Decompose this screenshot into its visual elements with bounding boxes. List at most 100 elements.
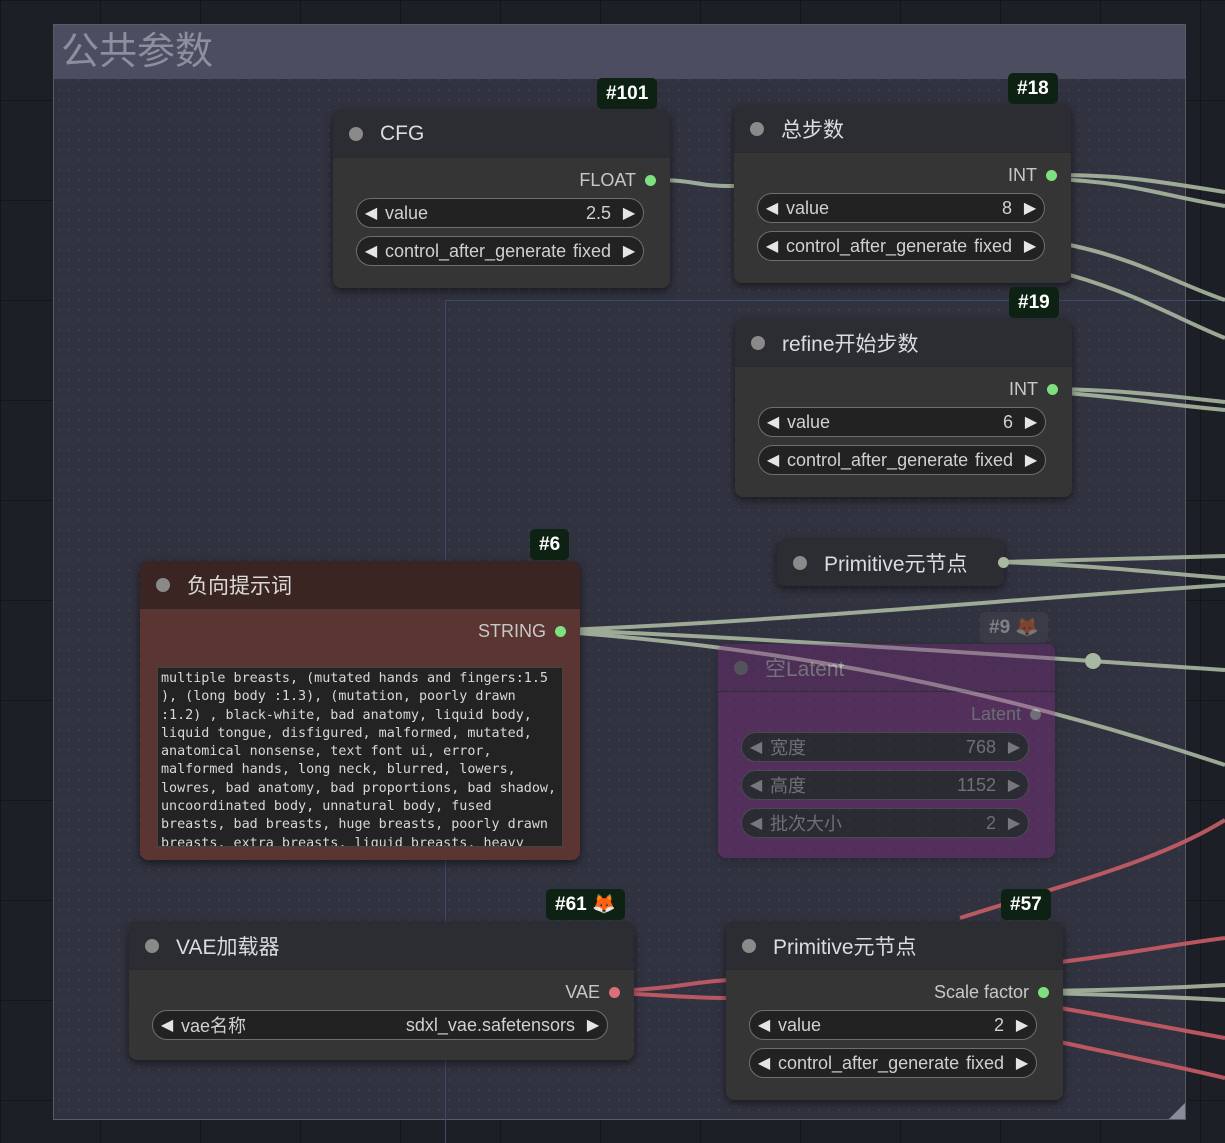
widget-value-text: 6 <box>1002 411 1013 432</box>
output-slot-int[interactable]: INT <box>1008 165 1057 186</box>
widget-batch-size[interactable]: ◀ 批次大小 2 ▶ <box>741 808 1029 838</box>
widget-value-text: sdxl_vae.safetensors <box>405 1014 575 1035</box>
node-header[interactable]: refine开始步数 <box>735 319 1072 367</box>
node-primitive-scale[interactable]: Primitive元节点 Scale factor ◀ value 2 ▶ ◀ … <box>726 922 1063 1100</box>
node-cfg[interactable]: CFG FLOAT ◀ value 2.5 ▶ ◀ control_after_… <box>333 110 670 288</box>
widget-value-text: 1152 <box>957 774 996 795</box>
node-primitive-collapsed[interactable]: Primitive元节点 <box>777 539 1009 586</box>
node-title: 总步数 <box>781 118 844 142</box>
arrow-left-icon[interactable]: ◀ <box>749 739 763 756</box>
output-slot-string[interactable]: STRING <box>478 621 566 642</box>
arrow-right-icon[interactable]: ▶ <box>1015 1055 1029 1072</box>
collapse-dot-icon[interactable] <box>750 121 764 136</box>
node-negative-prompt[interactable]: 负向提示词 STRING multiple breasts, (mutated … <box>140 561 580 860</box>
node-header[interactable]: Primitive元节点 <box>777 539 1004 586</box>
arrow-right-icon[interactable]: ▶ <box>586 1017 600 1034</box>
node-total-steps[interactable]: 总步数 INT ◀ value 8 ▶ ◀ control_after_gene… <box>734 105 1071 283</box>
widget-value[interactable]: ◀ value 2.5 ▶ <box>356 198 644 228</box>
output-label: INT <box>1009 379 1038 399</box>
arrow-right-icon[interactable]: ▶ <box>1023 200 1037 217</box>
arrow-left-icon[interactable]: ◀ <box>749 815 763 832</box>
wire-steps-int-4 <box>1069 273 1225 340</box>
collapse-dot-icon[interactable] <box>156 577 170 592</box>
arrow-right-icon[interactable]: ▶ <box>1024 452 1038 469</box>
arrow-left-icon[interactable]: ◀ <box>766 452 780 469</box>
node-id-badge: #9 🦊 <box>980 612 1049 643</box>
node-id-badge: #61 🦊 <box>546 889 625 920</box>
group-title[interactable]: 公共参数 <box>54 25 1185 79</box>
widget-label: 批次大小 <box>770 814 842 834</box>
arrow-left-icon[interactable]: ◀ <box>160 1017 174 1034</box>
collapse-dot-icon[interactable] <box>145 938 159 953</box>
arrow-right-icon[interactable]: ▶ <box>622 243 636 260</box>
node-header[interactable]: Primitive元节点 <box>726 922 1063 970</box>
output-label: INT <box>1008 165 1037 185</box>
node-header[interactable]: 总步数 <box>734 105 1071 153</box>
arrow-right-icon[interactable]: ▶ <box>1007 739 1021 756</box>
collapse-dot-icon[interactable] <box>793 555 807 570</box>
wire-red-2 <box>1059 936 1225 964</box>
node-title: Primitive元节点 <box>773 935 917 959</box>
output-port-icon[interactable] <box>1030 709 1041 720</box>
widget-label: control_after_generate <box>786 235 968 256</box>
node-header[interactable]: VAE加载器 <box>129 922 634 970</box>
node-vae-loader[interactable]: VAE加载器 VAE ◀ vae名称 sdxl_vae.safetensors … <box>129 922 634 1060</box>
wire-scale-1 <box>1045 983 1225 993</box>
output-port-icon[interactable] <box>645 175 656 186</box>
output-slot-vae[interactable]: VAE <box>565 982 620 1003</box>
output-port-icon[interactable] <box>609 987 620 998</box>
widget-control-after-generate[interactable]: ◀ control_after_generate fixed ▶ <box>356 236 644 266</box>
widget-value[interactable]: ◀ value 6 ▶ <box>758 407 1046 437</box>
output-port-icon[interactable] <box>1038 987 1049 998</box>
arrow-right-icon[interactable]: ▶ <box>1024 414 1038 431</box>
output-port-icon[interactable] <box>1046 170 1057 181</box>
widget-vae-name[interactable]: ◀ vae名称 sdxl_vae.safetensors ▶ <box>152 1010 608 1040</box>
arrow-left-icon[interactable]: ◀ <box>364 243 378 260</box>
widget-control-after-generate[interactable]: ◀ control_after_generate fixed ▶ <box>749 1048 1037 1078</box>
wire-steps-int-1 <box>1053 173 1225 194</box>
group-resize-handle[interactable] <box>1169 1103 1185 1119</box>
arrow-left-icon[interactable]: ◀ <box>757 1055 771 1072</box>
node-title: Primitive元节点 <box>824 552 968 576</box>
widget-value-text: fixed <box>973 235 1012 256</box>
node-refine-start-steps[interactable]: refine开始步数 INT ◀ value 6 ▶ ◀ control_aft… <box>735 319 1072 497</box>
output-slot-int[interactable]: INT <box>1009 379 1058 400</box>
arrow-right-icon[interactable]: ▶ <box>1007 777 1021 794</box>
output-slot-latent[interactable]: Latent <box>971 704 1041 725</box>
arrow-left-icon[interactable]: ◀ <box>766 414 780 431</box>
collapse-dot-icon[interactable] <box>349 126 363 141</box>
prompt-textarea[interactable]: multiple breasts, (mutated hands and fin… <box>157 667 563 847</box>
output-slot-scale-factor[interactable]: Scale factor <box>934 982 1049 1003</box>
arrow-left-icon[interactable]: ◀ <box>757 1017 771 1034</box>
arrow-left-icon[interactable]: ◀ <box>765 200 779 217</box>
arrow-right-icon[interactable]: ▶ <box>1023 238 1037 255</box>
fox-icon: 🦊 <box>1015 617 1040 638</box>
node-header[interactable]: 空Latent <box>718 644 1055 692</box>
output-slot-float[interactable]: FLOAT <box>579 170 656 191</box>
output-port-icon[interactable] <box>998 557 1009 568</box>
widget-control-after-generate[interactable]: ◀ control_after_generate fixed ▶ <box>758 445 1046 475</box>
arrow-left-icon[interactable]: ◀ <box>749 777 763 794</box>
collapse-dot-icon[interactable] <box>751 335 765 350</box>
node-header[interactable]: 负向提示词 <box>140 561 580 609</box>
widget-value-text: 2 <box>993 1014 1004 1035</box>
arrow-right-icon[interactable]: ▶ <box>622 205 636 222</box>
output-label: Scale factor <box>933 982 1029 1002</box>
widget-value[interactable]: ◀ value 8 ▶ <box>757 193 1045 223</box>
widget-height[interactable]: ◀ 高度 1152 ▶ <box>741 770 1029 800</box>
widget-control-after-generate[interactable]: ◀ control_after_generate fixed ▶ <box>757 231 1045 261</box>
widget-label: value <box>778 1014 822 1035</box>
arrow-right-icon[interactable]: ▶ <box>1007 815 1021 832</box>
collapse-dot-icon[interactable] <box>734 660 748 675</box>
widget-width[interactable]: ◀ 宽度 768 ▶ <box>741 732 1029 762</box>
widget-value[interactable]: ◀ value 2 ▶ <box>749 1010 1037 1040</box>
output-port-icon[interactable] <box>1047 384 1058 395</box>
collapse-dot-icon[interactable] <box>742 938 756 953</box>
output-port-icon[interactable] <box>555 626 566 637</box>
node-header[interactable]: CFG <box>333 110 670 158</box>
arrow-right-icon[interactable]: ▶ <box>1015 1017 1029 1034</box>
widget-label: 宽度 <box>770 738 806 758</box>
node-empty-latent[interactable]: 空Latent Latent ◀ 宽度 768 ▶ ◀ 高度 1152 ▶ ◀ … <box>718 644 1055 858</box>
arrow-left-icon[interactable]: ◀ <box>765 238 779 255</box>
arrow-left-icon[interactable]: ◀ <box>364 205 378 222</box>
